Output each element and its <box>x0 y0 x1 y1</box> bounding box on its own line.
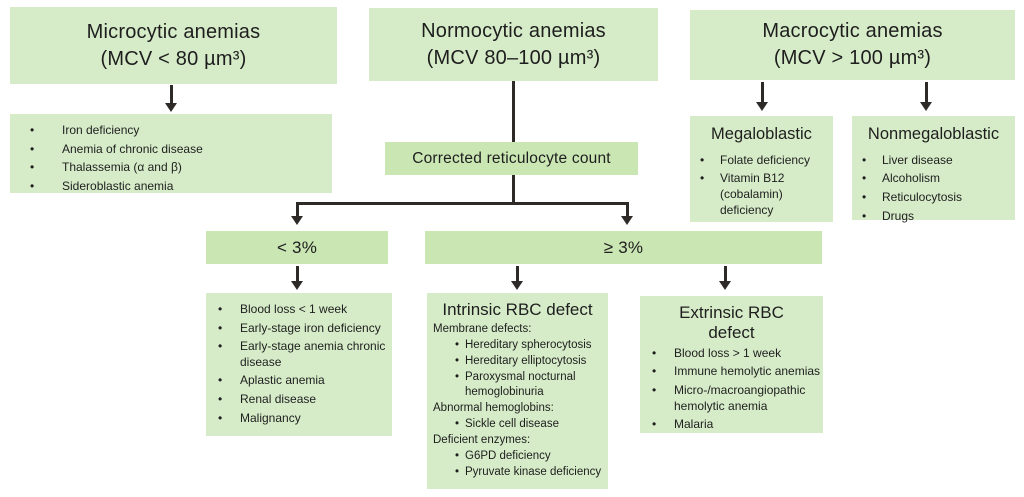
list-item: Malignancy <box>206 411 392 427</box>
list-item: Early-stage iron deficiency <box>206 321 392 337</box>
list-item: Blood loss > 1 week <box>640 346 823 362</box>
list-item: Drugs <box>852 209 1015 225</box>
list-item: Aplastic anemia <box>206 373 392 389</box>
reticulocyte-high-label: ≥ 3% <box>603 237 644 257</box>
list-item: Malaria <box>640 417 823 433</box>
arrow-head-icon <box>165 103 177 112</box>
extrinsic-title: Extrinsic RBC defect <box>679 303 784 343</box>
list-item: Liver disease <box>852 153 1015 169</box>
megaloblastic-title: Megaloblastic <box>711 125 812 143</box>
microcytic-causes-box: Iron deficiency Anemia of chronic diseas… <box>10 114 332 194</box>
list-item: Iron deficiency <box>10 123 332 139</box>
macrocytic-title-line2: (MCV > 100 µm³) <box>773 47 932 69</box>
arrow-stem <box>724 266 727 282</box>
list-item: Vitamin B12 (cobalamin) deficiency <box>690 171 833 218</box>
list-item: Paroxysmal nocturnal hemoglobinuria <box>433 370 604 400</box>
arrow-head-icon <box>920 102 932 111</box>
reticulocyte-low-label: < 3% <box>276 237 318 257</box>
microcytic-title-line2: (MCV < 80 µm³) <box>100 47 247 70</box>
arrow-head-icon <box>719 281 731 290</box>
nonmegaloblastic-title: Nonmegaloblastic <box>867 125 1000 143</box>
arrow-head-icon <box>291 216 303 225</box>
microcytic-header-box: Microcytic anemias (MCV < 80 µm³) <box>10 7 337 84</box>
list-item: Immune hemolytic anemias <box>640 364 823 380</box>
low-reticulocyte-causes-list: Blood loss < 1 week Early-stage iron def… <box>206 302 392 426</box>
list-item: Anemia of chronic disease <box>10 142 332 158</box>
list-item: Renal disease <box>206 392 392 408</box>
normocytic-title-line2: (MCV 80–100 µm³) <box>426 46 601 69</box>
list-item: Sideroblastic anemia <box>10 179 332 195</box>
reticulocyte-low-box: < 3% <box>206 231 388 264</box>
connector-reticulocyte-to-branch <box>512 175 515 205</box>
microcytic-causes-list: Iron deficiency Anemia of chronic diseas… <box>10 123 332 194</box>
megaloblastic-causes-list: Folate deficiency Vitamin B12 (cobalamin… <box>690 153 833 218</box>
section-heading: Membrane defects: <box>433 323 532 336</box>
arrow-stem <box>761 82 764 103</box>
nonmegaloblastic-causes-list: Liver disease Alcoholism Reticulocytosis… <box>852 153 1015 224</box>
microcytic-title-line1: Microcytic anemias <box>86 20 261 43</box>
list-item: Thalassemia (α and β) <box>10 160 332 176</box>
list-item: G6PD deficiency <box>433 449 604 464</box>
branch-horizontal-line <box>296 202 629 205</box>
list-item: Hereditary spherocytosis <box>433 338 604 353</box>
connector-normocytic-to-reticulocyte <box>512 81 515 143</box>
section-heading: Deficient enzymes: <box>433 433 531 446</box>
arrow-head-icon <box>621 216 633 225</box>
list-item: Hereditary elliptocytosis <box>433 354 604 369</box>
arrow-head-icon <box>511 281 523 290</box>
membrane-defects-list: Hereditary spherocytosis Hereditary elli… <box>433 338 604 400</box>
list-item: Reticulocytosis <box>852 190 1015 206</box>
arrow-stem <box>516 266 519 282</box>
reticulocyte-count-label: Corrected reticulocyte count <box>412 149 611 167</box>
reticulocyte-count-box: Corrected reticulocyte count <box>385 142 638 175</box>
list-item: Pyruvate kinase deficiency <box>433 465 604 480</box>
normocytic-title-line1: Normocytic anemias <box>421 19 606 42</box>
arrow-stem <box>296 202 299 217</box>
arrow-head-icon <box>291 281 303 290</box>
arrow-head-icon <box>756 102 768 111</box>
megaloblastic-box: Megaloblastic Folate deficiency Vitamin … <box>690 116 833 222</box>
arrow-stem <box>170 85 173 104</box>
list-item: Sickle cell disease <box>433 417 604 432</box>
list-item: Folate deficiency <box>690 153 833 169</box>
list-item: Early-stage anemia chronic disease <box>206 339 392 370</box>
intrinsic-body: Membrane defects: Hereditary spherocytos… <box>427 322 608 479</box>
nonmegaloblastic-box: Nonmegaloblastic Liver disease Alcoholis… <box>852 116 1015 224</box>
intrinsic-rbc-defect-box: Intrinsic RBC defect Membrane defects: H… <box>427 293 608 489</box>
extrinsic-causes-list: Blood loss > 1 week Immune hemolytic ane… <box>640 346 823 433</box>
macrocytic-header-box: Macrocytic anemias (MCV > 100 µm³) <box>690 10 1015 80</box>
arrow-stem <box>925 82 928 103</box>
arrow-stem <box>626 202 629 217</box>
macrocytic-title-line1: Macrocytic anemias <box>762 20 943 43</box>
arrow-stem <box>296 266 299 282</box>
low-reticulocyte-causes-box: Blood loss < 1 week Early-stage iron def… <box>206 293 392 436</box>
section-heading: Abnormal hemoglobins: <box>433 402 554 415</box>
list-item: Blood loss < 1 week <box>206 302 392 318</box>
abnormal-hemoglobins-list: Sickle cell disease <box>433 417 604 432</box>
deficient-enzymes-list: G6PD deficiency Pyruvate kinase deficien… <box>433 449 604 480</box>
list-item: Micro-/macroangiopathic hemolytic anemia <box>640 383 823 414</box>
list-item: Alcoholism <box>852 171 1015 187</box>
extrinsic-rbc-defect-box: Extrinsic RBC defect Blood loss > 1 week… <box>640 296 823 433</box>
intrinsic-title: Intrinsic RBC defect <box>442 300 593 319</box>
reticulocyte-high-box: ≥ 3% <box>425 231 822 264</box>
normocytic-header-box: Normocytic anemias (MCV 80–100 µm³) <box>369 8 658 81</box>
